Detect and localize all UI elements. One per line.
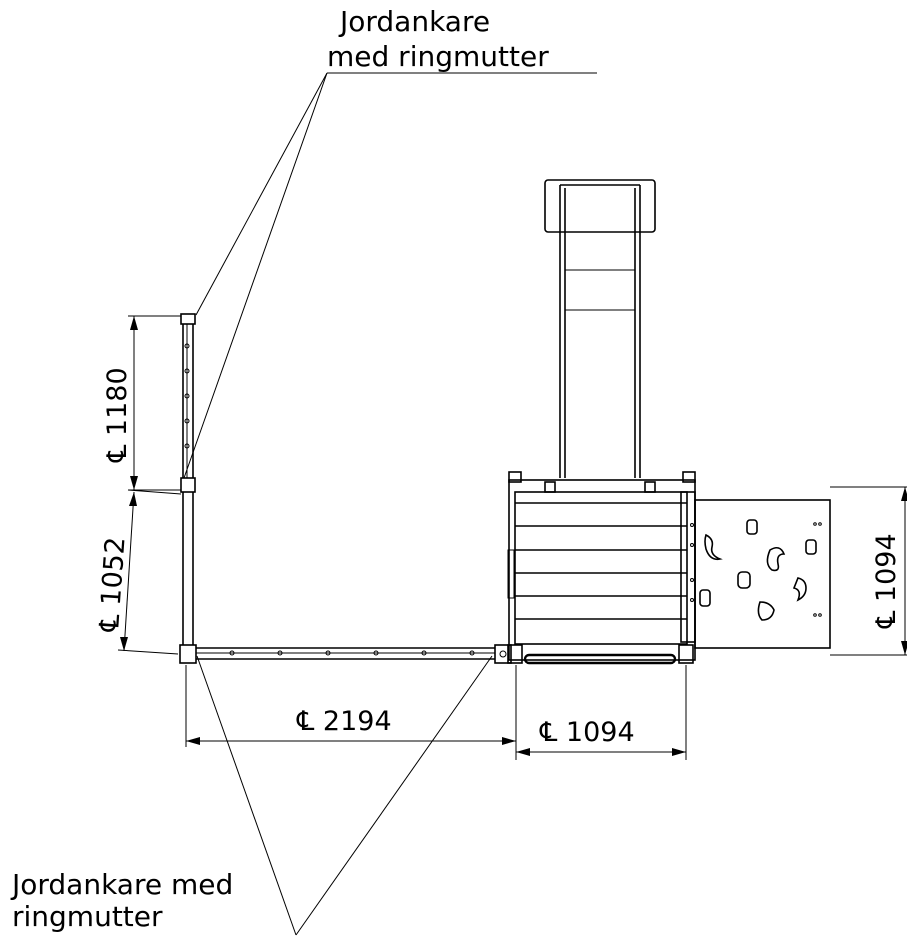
dimension-bottom-short bbox=[516, 665, 687, 760]
dim-right-text: ℄ 1094 bbox=[871, 533, 902, 629]
dim-left-upper-text: ℄ 1180 bbox=[102, 367, 133, 463]
left-fence bbox=[179, 313, 197, 664]
leader-top-1 bbox=[195, 72, 328, 316]
dim-left-lower-text: ℄ 1052 bbox=[94, 536, 132, 634]
slide bbox=[544, 179, 656, 478]
leader-bottom-1 bbox=[196, 655, 297, 936]
bottom-fence bbox=[196, 644, 512, 664]
leader-bottom-2 bbox=[295, 655, 493, 936]
top-label-line2: med ringmutter bbox=[327, 40, 549, 73]
dim-bottom-short-text: ℄ 1094 bbox=[539, 717, 635, 748]
bottom-label-line2: ringmutter bbox=[12, 900, 163, 933]
dimension-left-lower bbox=[117, 489, 182, 655]
dimension-right bbox=[830, 486, 907, 656]
tower-platform bbox=[507, 471, 696, 665]
leader-top-2 bbox=[183, 72, 328, 479]
dimension-left-upper bbox=[128, 315, 181, 491]
dimension-bottom-long bbox=[185, 665, 517, 760]
dim-bottom-long-text: ℄ 2194 bbox=[296, 706, 392, 737]
top-label-line1: Jordankare bbox=[338, 5, 490, 38]
bottom-label-line1: Jordankare med bbox=[10, 868, 233, 901]
climbing-wall bbox=[694, 499, 831, 649]
